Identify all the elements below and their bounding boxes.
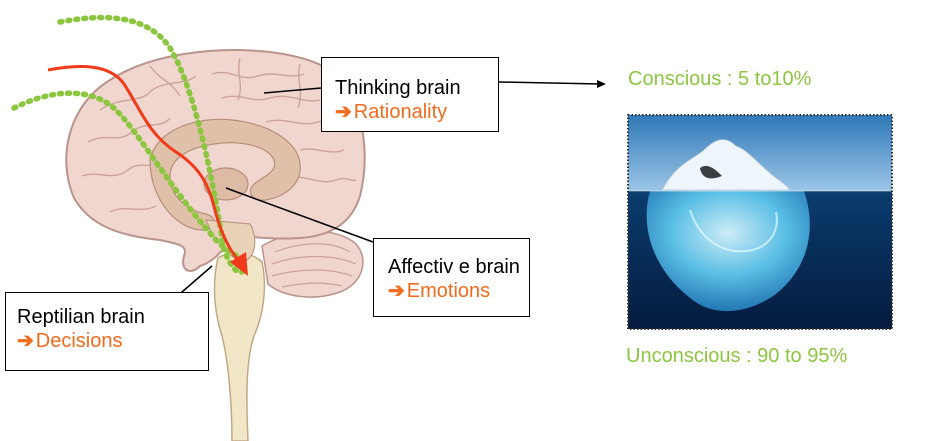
arrow-right-icon: ➔ <box>17 329 34 353</box>
brainstem <box>215 253 265 441</box>
arrow-to-iceberg-head <box>597 80 606 88</box>
arrow-to-iceberg <box>499 82 600 84</box>
reptilian-brain-title: Reptilian brain <box>17 305 208 329</box>
iceberg-image <box>628 115 892 329</box>
reptilian-brain-subtitle: ➔Decisions <box>17 329 208 353</box>
label-thinking-brain: Thinking brain ➔Rationality <box>321 57 499 132</box>
conscious-percentage: Conscious : 5 to10% <box>628 68 811 91</box>
affective-brain-subtitle: ➔Emotions <box>388 279 529 303</box>
label-affective-brain: Affectiv e brain ➔Emotions <box>373 238 530 317</box>
arrow-right-icon: ➔ <box>335 100 352 124</box>
thinking-brain-title: Thinking brain <box>335 76 498 100</box>
unconscious-percentage: Unconscious : 90 to 95% <box>626 345 847 368</box>
thinking-brain-subtitle: ➔Rationality <box>335 100 498 124</box>
affective-brain-function: Emotions <box>407 280 490 302</box>
arrow-right-icon: ➔ <box>388 279 405 303</box>
cerebellum <box>262 231 363 297</box>
reptilian-brain-function: Decisions <box>36 330 123 352</box>
affective-brain-title: Affectiv e brain <box>388 255 529 279</box>
label-reptilian-brain: Reptilian brain ➔Decisions <box>5 292 209 371</box>
thinking-brain-function: Rationality <box>354 101 447 123</box>
